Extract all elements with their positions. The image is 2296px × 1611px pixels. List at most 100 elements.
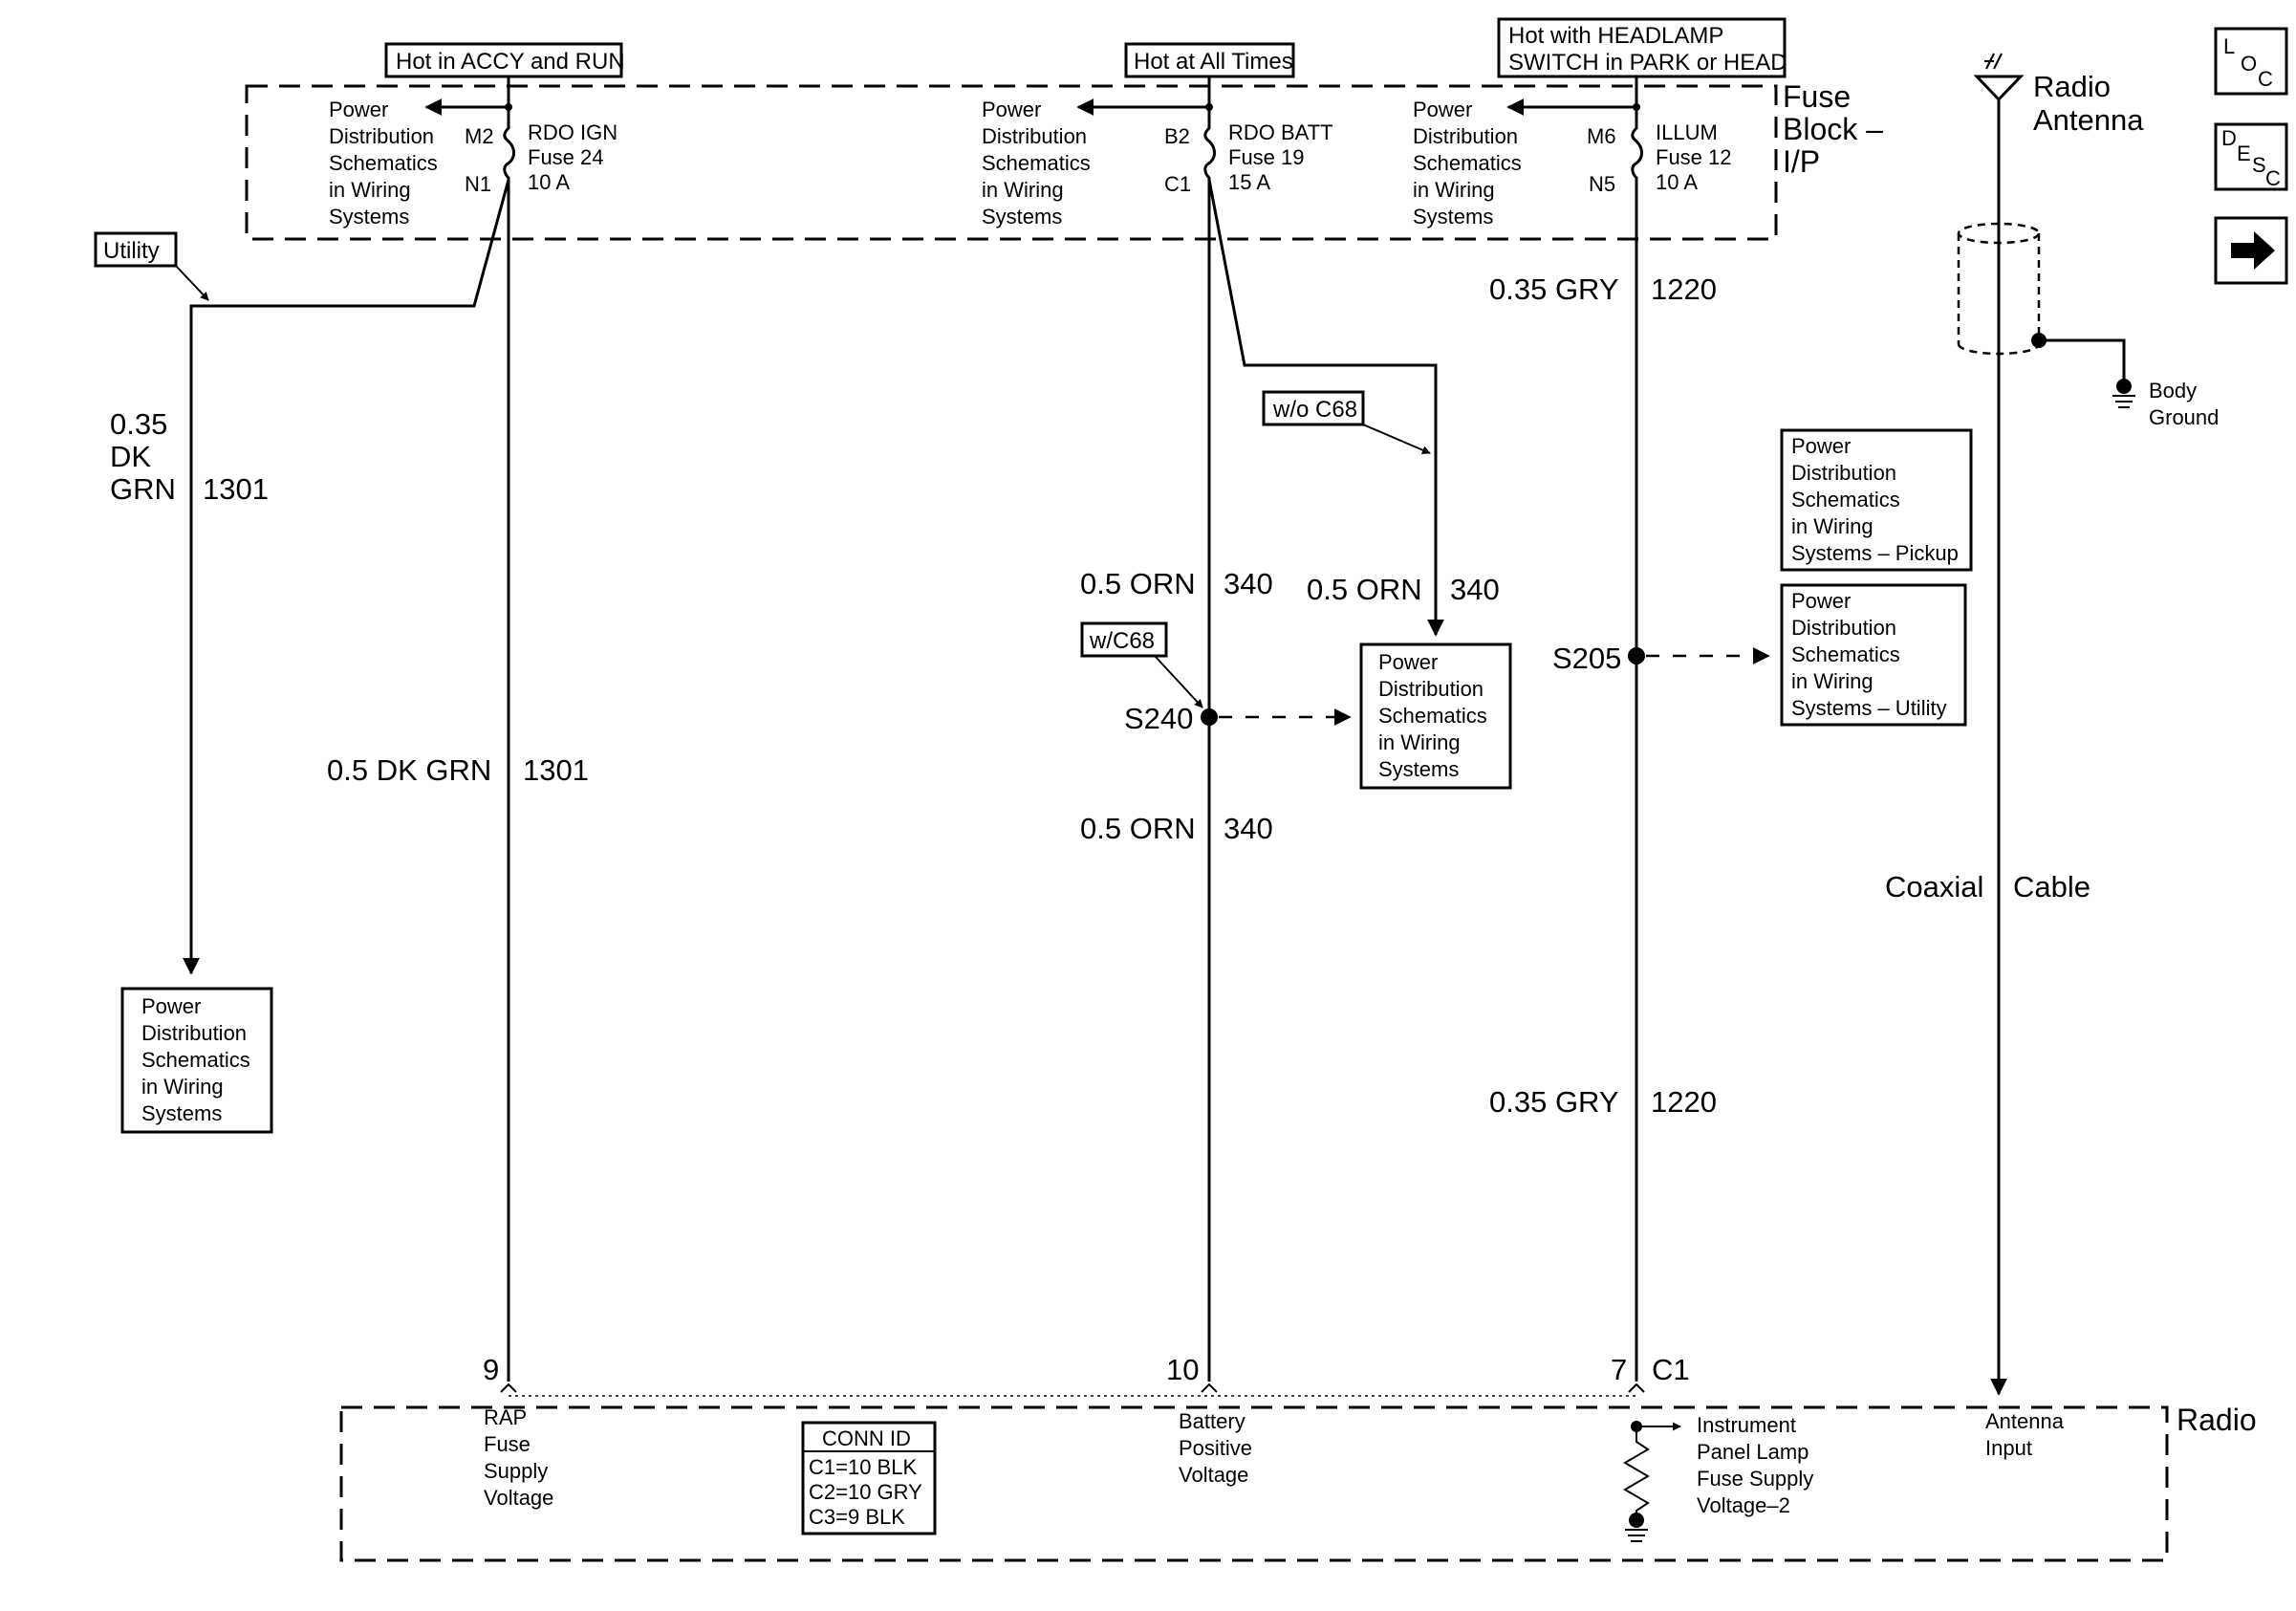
fuse-block-label: Block – bbox=[1783, 112, 1883, 146]
pds-ref-pickup: Power Distribution Schematics in Wiring … bbox=[1780, 428, 1973, 572]
svg-text:w/o C68: w/o C68 bbox=[1272, 397, 1357, 423]
svg-text:Voltage: Voltage bbox=[484, 1486, 553, 1510]
svg-text:Distribution: Distribution bbox=[141, 1021, 247, 1045]
svg-text:C: C bbox=[2258, 67, 2273, 91]
svg-text:Systems: Systems bbox=[141, 1101, 222, 1125]
svg-text:Power: Power bbox=[982, 98, 1041, 121]
svg-text:Cable: Cable bbox=[2013, 870, 2090, 903]
svg-text:RAP: RAP bbox=[484, 1405, 527, 1429]
svg-text:M2: M2 bbox=[465, 124, 494, 148]
next-arrow-icon[interactable] bbox=[2214, 216, 2288, 285]
svg-text:0.35 GRY: 0.35 GRY bbox=[1489, 272, 1619, 306]
antenna-icon bbox=[1973, 53, 2025, 102]
svg-text:Hot at All Times: Hot at All Times bbox=[1134, 49, 1293, 75]
svg-text:Schematics: Schematics bbox=[141, 1048, 250, 1072]
svg-text:0.5 ORN: 0.5 ORN bbox=[1080, 812, 1196, 845]
svg-text:0.35: 0.35 bbox=[110, 407, 167, 441]
svg-text:SWITCH in PARK or HEAD: SWITCH in PARK or HEAD bbox=[1508, 50, 1787, 76]
coax-shield bbox=[1957, 222, 2126, 381]
svg-text:in Wiring: in Wiring bbox=[1413, 178, 1495, 202]
svg-text:D: D bbox=[2221, 126, 2237, 150]
svg-text:RDO BATT: RDO BATT bbox=[1228, 120, 1333, 144]
svg-text:Distribution: Distribution bbox=[1791, 616, 1896, 640]
svg-text:C3=9 BLK: C3=9 BLK bbox=[809, 1505, 905, 1529]
svg-text:Fuse 19: Fuse 19 bbox=[1228, 145, 1305, 169]
svg-text:N5: N5 bbox=[1589, 172, 1615, 196]
pds-ref-left: Power Distribution Schematics in Wiring … bbox=[120, 987, 273, 1134]
svg-text:GRN: GRN bbox=[110, 472, 176, 506]
svg-text:DK: DK bbox=[110, 440, 151, 473]
svg-text:RDO IGN: RDO IGN bbox=[528, 120, 617, 144]
svg-text:1301: 1301 bbox=[203, 472, 269, 506]
conn-id-table: CONN ID C1=10 BLK C2=10 GRY C3=9 BLK bbox=[801, 1421, 937, 1535]
svg-text:0.35 GRY: 0.35 GRY bbox=[1489, 1085, 1619, 1119]
left-wire-label: 0.35 DK GRN 1301 bbox=[110, 407, 269, 506]
svg-text:Systems: Systems bbox=[1378, 757, 1459, 781]
fuse-rdo-batt: B2 C1 RDO BATT Fuse 19 15 A bbox=[1076, 98, 1333, 1382]
svg-text:in Wiring: in Wiring bbox=[141, 1075, 224, 1099]
svg-text:Distribution: Distribution bbox=[1378, 677, 1484, 701]
wo-c68-option-label: w/o C68 bbox=[1262, 390, 1431, 454]
svg-text:Distribution: Distribution bbox=[982, 124, 1087, 148]
batt-lower-wire-label: 0.5 ORN 340 bbox=[1080, 812, 1273, 845]
svg-text:Power: Power bbox=[141, 994, 201, 1018]
splice-s240: S240 bbox=[1124, 702, 1352, 735]
svg-text:Coaxial: Coaxial bbox=[1885, 870, 1983, 903]
svg-text:1301: 1301 bbox=[523, 753, 589, 787]
svg-text:Systems: Systems bbox=[982, 205, 1062, 229]
svg-text:7: 7 bbox=[1611, 1353, 1627, 1386]
svg-text:Antenna: Antenna bbox=[1985, 1409, 2065, 1433]
svg-text:0.5 ORN: 0.5 ORN bbox=[1080, 567, 1196, 600]
svg-text:Instrument: Instrument bbox=[1697, 1413, 1796, 1437]
svg-text:Panel Lamp: Panel Lamp bbox=[1697, 1440, 1809, 1464]
utility-wire bbox=[183, 179, 510, 975]
ip-lamp-fuse-supply-label: Instrument Panel Lamp Fuse Supply Voltag… bbox=[1697, 1413, 1813, 1517]
ign-wire-label: 0.5 DK GRN 1301 bbox=[327, 753, 589, 787]
hot-headlamp-label: Hot with HEADLAMP SWITCH in PARK or HEAD bbox=[1497, 17, 1787, 107]
svg-text:Schematics: Schematics bbox=[1413, 151, 1522, 175]
svg-text:Positive: Positive bbox=[1179, 1436, 1252, 1460]
svg-text:0.5 ORN: 0.5 ORN bbox=[1307, 573, 1422, 606]
illum-upper-wire-label: 0.35 GRY 1220 bbox=[1489, 272, 1717, 306]
svg-text:340: 340 bbox=[1450, 573, 1500, 606]
svg-text:340: 340 bbox=[1224, 812, 1273, 845]
svg-text:E: E bbox=[2237, 142, 2251, 165]
svg-text:10: 10 bbox=[1166, 1353, 1199, 1386]
svg-text:1220: 1220 bbox=[1651, 1085, 1717, 1119]
radio-title: Radio bbox=[2177, 1403, 2257, 1437]
svg-text:Voltage–2: Voltage–2 bbox=[1697, 1493, 1790, 1517]
svg-text:in Wiring: in Wiring bbox=[982, 178, 1064, 202]
svg-text:M6: M6 bbox=[1587, 124, 1616, 148]
battery-positive-voltage-label: Battery Positive Voltage bbox=[1179, 1409, 1252, 1487]
svg-text:9: 9 bbox=[483, 1353, 499, 1386]
svg-text:Fuse 12: Fuse 12 bbox=[1656, 145, 1732, 169]
radio-outline bbox=[339, 1405, 2169, 1562]
svg-text:B2: B2 bbox=[1164, 124, 1190, 148]
svg-text:in Wiring: in Wiring bbox=[1791, 669, 1874, 693]
svg-text:Schematics: Schematics bbox=[1791, 642, 1900, 666]
desc-icon[interactable]: D E S C bbox=[2214, 122, 2288, 191]
svg-text:Distribution: Distribution bbox=[1791, 461, 1896, 485]
svg-text:C1=10 BLK: C1=10 BLK bbox=[809, 1455, 917, 1479]
body-ground-label: Ground bbox=[2149, 405, 2219, 429]
svg-text:Fuse 24: Fuse 24 bbox=[528, 145, 604, 169]
svg-text:in Wiring: in Wiring bbox=[1378, 730, 1461, 754]
svg-text:in Wiring: in Wiring bbox=[329, 178, 411, 202]
fuse-block-label: Fuse bbox=[1783, 79, 1851, 114]
svg-text:Distribution: Distribution bbox=[1413, 124, 1518, 148]
svg-text:N1: N1 bbox=[465, 172, 491, 196]
svg-text:S205: S205 bbox=[1552, 642, 1621, 675]
svg-text:Schematics: Schematics bbox=[1791, 488, 1900, 512]
pin-9: 9 bbox=[483, 1353, 517, 1393]
svg-text:Battery: Battery bbox=[1179, 1409, 1245, 1433]
loc-icon[interactable]: L O C bbox=[2214, 27, 2288, 96]
hot-all-times-label: Hot at All Times bbox=[1124, 42, 1295, 107]
splice-s205: S205 bbox=[1552, 642, 1770, 675]
svg-text:Hot with HEADLAMP: Hot with HEADLAMP bbox=[1508, 23, 1723, 49]
body-ground-icon bbox=[2112, 379, 2135, 408]
pds-ref-batt: Power Distribution Schematics in Wiring … bbox=[1359, 642, 1512, 790]
coax-label: Coaxial Cable bbox=[1885, 870, 2090, 903]
svg-text:S240: S240 bbox=[1124, 702, 1193, 735]
svg-text:Supply: Supply bbox=[484, 1459, 548, 1483]
ip-lamp-resistor bbox=[1623, 1421, 1681, 1542]
